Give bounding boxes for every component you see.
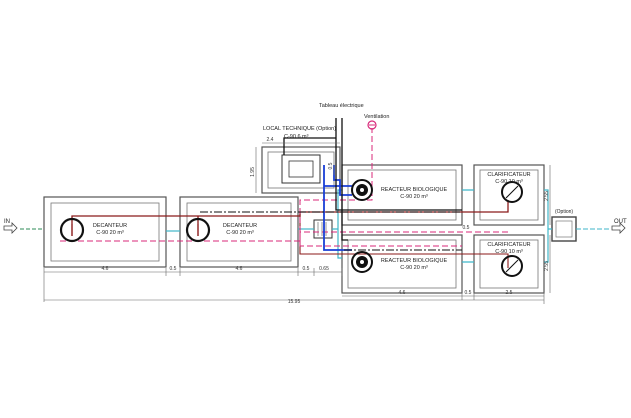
power-line-1 xyxy=(335,118,462,211)
outlet-arrow-icon xyxy=(611,222,626,234)
inlet-arrow-icon xyxy=(3,222,18,234)
clar1-manhole-icon xyxy=(501,181,523,203)
dim-reac: 4.6 xyxy=(399,290,406,296)
water-pipe-5 xyxy=(544,189,552,263)
tank-clarificateur-2 xyxy=(473,234,545,294)
power-line-3 xyxy=(283,137,336,155)
dim-clar-side: 0.5 xyxy=(463,225,470,231)
label-ventilation: Ventilation xyxy=(364,114,389,120)
label-local-cap: C-90 6 m³ xyxy=(284,134,309,140)
tank-label-reac2: REACTEUR BIOLOGIQUE xyxy=(381,258,448,264)
tank-label-clar1: CLARIFICATEUR xyxy=(487,172,530,178)
dim-gap1: 0.5 xyxy=(170,266,177,272)
tank-cap-dec2: C-90 20 m³ xyxy=(226,230,254,236)
reac1-aerator-icon xyxy=(351,179,373,201)
vent-cap-icon xyxy=(367,120,377,130)
tank-cap-reac2: C-90 20 m³ xyxy=(400,265,428,271)
dim-total: 15.95 xyxy=(288,299,301,305)
dim-local-w: 2.4 xyxy=(267,137,274,143)
dim-dec1: 4.6 xyxy=(102,266,109,272)
tank-label-dec1: DECANTEUR xyxy=(93,223,127,229)
dim-clar-h1: 2.55 xyxy=(544,191,550,201)
dim-vert-small: 0.5 xyxy=(328,162,334,169)
dim-gap2: 0.5 xyxy=(303,266,310,272)
local-technique xyxy=(261,146,341,194)
label-outlet: OUT xyxy=(614,219,627,225)
dec2-manhole-icon xyxy=(185,217,211,243)
tank-label-dec2: DECANTEUR xyxy=(223,223,257,229)
dim-link: 0.65 xyxy=(319,266,329,272)
label-option: (Option) xyxy=(555,209,573,215)
tank-cap-clar1: C-90 10 m³ xyxy=(495,179,523,185)
tank-label-reac1: REACTEUR BIOLOGIQUE xyxy=(381,187,448,193)
dim-local-h: 1.95 xyxy=(250,167,256,177)
tank-reacteur-2 xyxy=(341,234,463,294)
tank-cap-reac1: C-90 20 m³ xyxy=(400,194,428,200)
reac2-aerator-icon xyxy=(351,251,373,273)
control-line xyxy=(200,211,462,251)
distribution-box xyxy=(313,219,333,239)
tank-decanteur-1 xyxy=(43,196,167,268)
label-local-title: LOCAL TECHNIQUE (Option) xyxy=(263,126,336,132)
option-filter-box xyxy=(551,216,577,242)
dim-gap3: 0.5 xyxy=(465,290,472,296)
tank-cap-dec1: C-90 20 m³ xyxy=(96,230,124,236)
water-pipe-4 xyxy=(462,189,474,263)
dec1-manhole-icon xyxy=(59,217,85,243)
tank-label-clar2: CLARIFICATEUR xyxy=(487,242,530,248)
dim-clar: 2.5 xyxy=(506,290,513,296)
dimension-lines xyxy=(43,142,551,304)
dim-dec2: 4.6 xyxy=(236,266,243,272)
tank-cap-clar2: C-90 10 m³ xyxy=(495,249,523,255)
label-inlet: IN xyxy=(4,219,10,225)
label-tableau: Tableau électrique xyxy=(319,103,364,109)
power-line-2 xyxy=(341,118,348,241)
tank-clarificateur-1 xyxy=(473,164,545,226)
dim-clar-h2: 2.55 xyxy=(544,261,550,271)
clar2-manhole-icon xyxy=(501,255,523,277)
